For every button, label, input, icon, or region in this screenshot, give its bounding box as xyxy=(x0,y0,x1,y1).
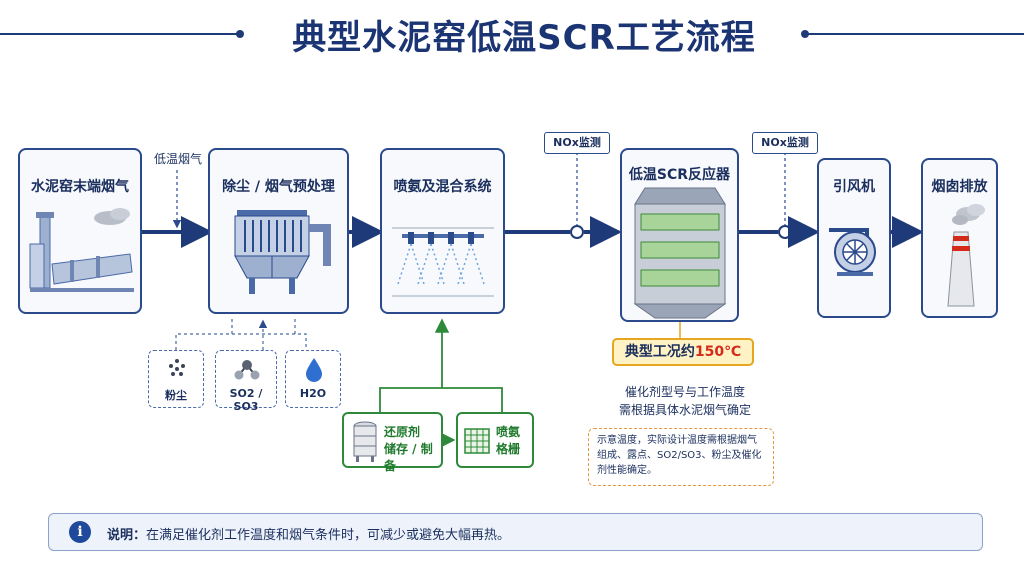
info-text: 说明：在满足催化剂工作温度和烟气条件时，可减少或避免大幅再热。 xyxy=(107,524,510,543)
info-label: 说明： xyxy=(107,528,147,543)
node-fan: 引风机 xyxy=(817,158,891,318)
monitor-point-2 xyxy=(778,225,792,239)
nox-monitor-1-label: NOx监测 xyxy=(544,132,610,154)
info-body: 在满足催化剂工作温度和烟气条件时，可减少或避免大幅再热。 xyxy=(146,528,511,543)
node-fan-label: 引风机 xyxy=(833,179,875,195)
node-dedust: 除尘 / 烟气预处理 xyxy=(208,148,349,314)
node-dedust-label: 除尘 / 烟气预处理 xyxy=(222,179,335,195)
reductant-storage-line1: 还原剂 xyxy=(384,425,421,439)
dust-icon xyxy=(169,359,185,376)
monitor-point-1 xyxy=(570,225,584,239)
node-stack: 烟囱排放 xyxy=(921,158,998,318)
operating-temp-value: 150℃ xyxy=(694,344,742,360)
impurity-water: H2O xyxy=(285,350,341,408)
reductant-storage-line2: 储存 / 制备 xyxy=(384,442,433,473)
impurity-water-label: H2O xyxy=(299,387,327,400)
molecule-icon xyxy=(234,360,260,380)
temperature-hint-box: 示意温度，实际设计温度需根据烟气组成、露点、SO2/SO3、粉尘及催化剂性能确定… xyxy=(588,428,774,486)
storage-tank-icon xyxy=(353,421,377,462)
impurity-bracket xyxy=(175,333,307,350)
water-drop-icon xyxy=(306,358,322,382)
kiln-icon xyxy=(29,208,134,292)
node-ammonia-label: 喷氨及混合系统 xyxy=(393,179,492,195)
ammonia-grid-line2: 格栅 xyxy=(496,442,521,456)
low-temp-gas-label: 低温烟气 xyxy=(153,152,202,166)
chimney-icon xyxy=(947,204,985,307)
node-scr: 低温SCR反应器 xyxy=(620,148,739,322)
title-dot-left xyxy=(236,30,244,38)
operating-temp-badge: 典型工况约150℃ xyxy=(612,338,754,366)
title-rule-right xyxy=(805,33,1024,35)
node-kiln-label: 水泥窑末端烟气 xyxy=(31,179,129,195)
fan-icon xyxy=(829,228,876,276)
catalyst-note-line2: 需根据具体水泥烟气确定 xyxy=(618,403,751,417)
node-stack-label: 烟囱排放 xyxy=(931,179,988,195)
title-bar: 典型水泥窑低温SCR工艺流程 xyxy=(0,0,1024,70)
ammonia-grid: 喷氨 格栅 xyxy=(456,412,534,468)
spray-nozzle-icon xyxy=(392,227,494,297)
operating-temp-prefix: 典型工况约 xyxy=(624,344,695,360)
grid-icon xyxy=(464,428,490,454)
nox-monitor-2-label: NOx监测 xyxy=(752,132,818,154)
scr-reactor-icon xyxy=(633,187,727,319)
ammonia-grid-line1: 喷氨 xyxy=(496,425,521,439)
impurity-dust: 粉尘 xyxy=(148,350,204,408)
reductant-storage: 还原剂 储存 / 制备 xyxy=(342,412,443,473)
baghouse-icon xyxy=(234,210,331,294)
reductant-bracket xyxy=(379,387,503,412)
info-bar: i 说明：在满足催化剂工作温度和烟气条件时，可减少或避免大幅再热。 xyxy=(48,513,983,551)
node-scr-label: 低温SCR反应器 xyxy=(628,167,731,183)
info-icon: i xyxy=(69,521,91,543)
node-kiln: 水泥窑末端烟气 xyxy=(18,148,142,314)
impurity-sox-label: SO2 / SO3 xyxy=(229,387,263,413)
impurity-dust-label: 粉尘 xyxy=(165,389,187,402)
title-rule-left xyxy=(0,33,240,35)
node-ammonia: 喷氨及混合系统 xyxy=(380,148,505,314)
page-title: 典型水泥窑低温SCR工艺流程 xyxy=(292,18,756,58)
catalyst-note-line1: 催化剂型号与工作温度 xyxy=(624,385,745,399)
impurity-sox: SO2 / SO3 xyxy=(215,350,277,413)
